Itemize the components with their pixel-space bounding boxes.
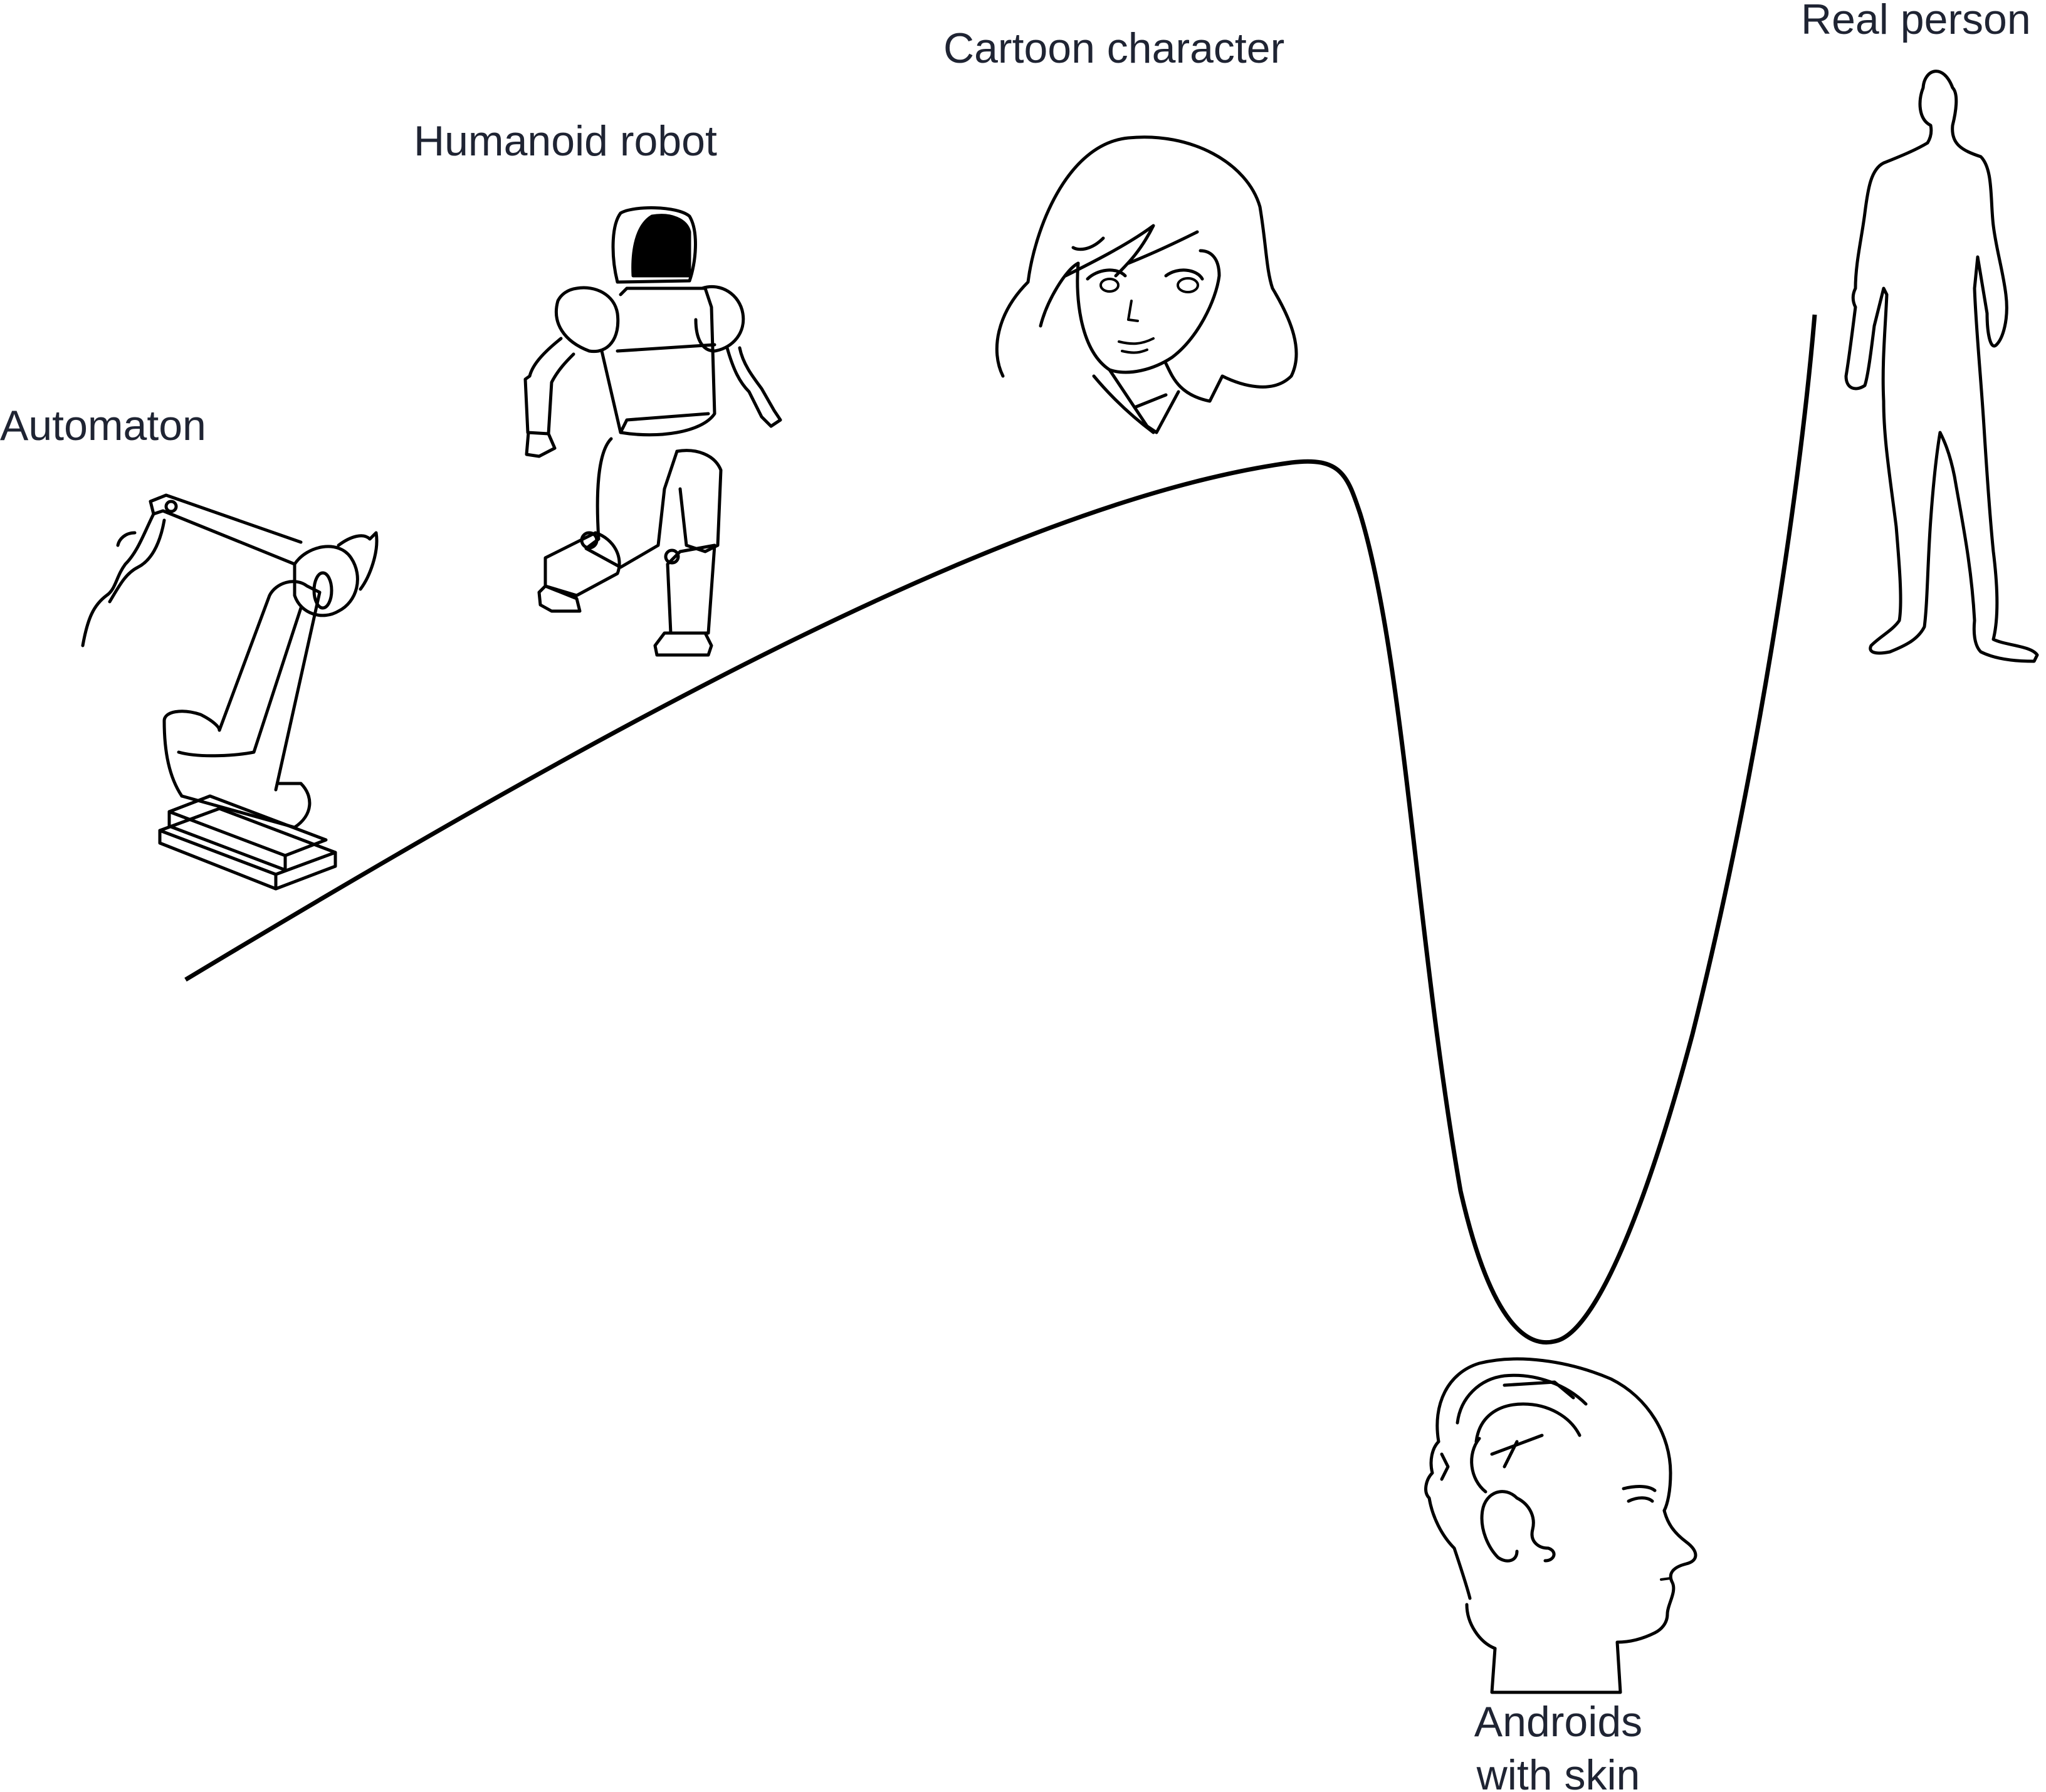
label-androids-line1: Androids: [1474, 1698, 1642, 1746]
cartoon-girl-icon: [995, 135, 1298, 434]
robot-arm-icon: [81, 493, 379, 891]
valley-curve: [184, 314, 1817, 1345]
label-automaton: Automaton: [0, 402, 206, 449]
label-androids-line2: with skin: [1476, 1751, 1640, 1792]
label-real-person: Real person: [1801, 0, 2031, 43]
label-cartoon-character: Cartoon character: [943, 24, 1284, 72]
humanoid-robot-icon: [523, 206, 782, 657]
human-silhouette-icon: [1844, 70, 2039, 663]
label-humanoid-robot: Humanoid robot: [414, 117, 717, 165]
android-head-icon: [1424, 1357, 1697, 1694]
